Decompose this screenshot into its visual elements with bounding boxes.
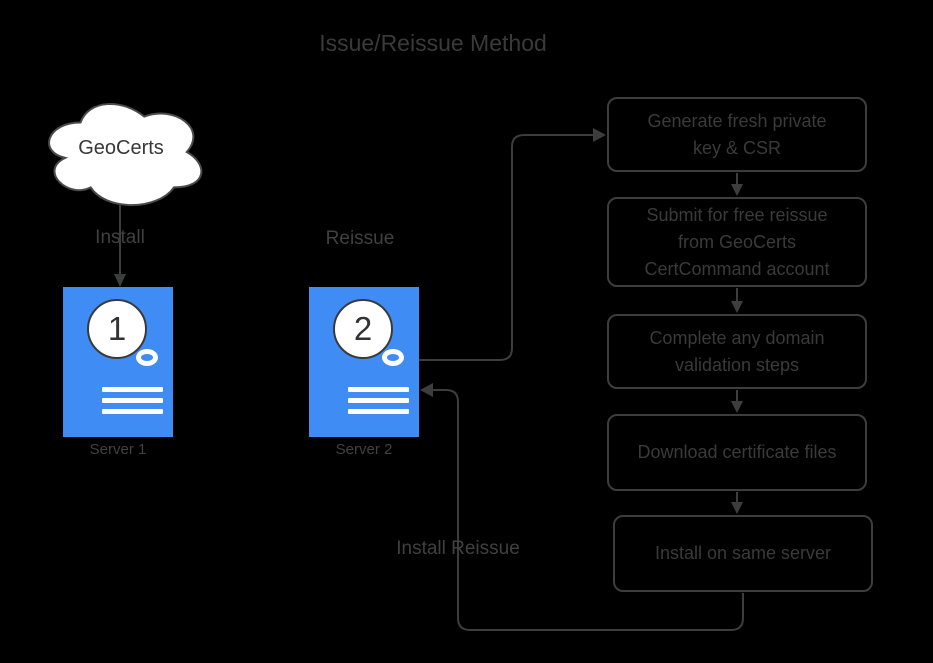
server-2-vent: [348, 387, 409, 392]
server-1-vent: [102, 398, 163, 403]
edge-reissue-to-steps: [419, 134, 593, 361]
step-install-same-server: Install on same server: [613, 515, 873, 592]
edge-label-reissue: Reissue: [325, 228, 395, 249]
arrowhead-step2: [731, 184, 743, 196]
arrowhead-step4: [731, 401, 743, 413]
arrowhead-step3: [731, 301, 743, 313]
step-generate-key-csr: Generate fresh private key & CSR: [607, 97, 867, 172]
edge-label-install: Install: [95, 227, 145, 248]
server-1-number: 1: [107, 310, 127, 347]
server-1-vent: [102, 387, 163, 392]
server-1-shape: 1: [63, 287, 173, 437]
server-2-number: 2: [353, 310, 373, 347]
diagram-title: Issue/Reissue Method: [319, 30, 547, 56]
server-1-led-icon: [136, 349, 158, 366]
server-1-caption: Server 1: [89, 441, 147, 458]
step-domain-validation: Complete any domain validation steps: [607, 314, 867, 389]
server-2-led-icon: [382, 349, 404, 366]
arrowhead-step1: [593, 128, 606, 142]
cloud-shape: [48, 103, 203, 206]
arrowhead-server2: [420, 383, 433, 397]
cloud-outline: [48, 103, 203, 206]
server-2-number-badge: 2: [333, 299, 393, 359]
server-2-caption: Server 2: [335, 441, 393, 458]
step-download-files: Download certificate files: [607, 414, 867, 491]
edge-label-install-reissue: Install Reissue: [396, 538, 520, 559]
step-submit-reissue: Submit for free reissue from GeoCerts Ce…: [607, 197, 867, 287]
arrowhead-step5: [731, 502, 743, 514]
arrowhead-install: [114, 274, 126, 287]
server-2-shape: 2: [309, 287, 419, 437]
server-1-vent: [102, 409, 163, 414]
server-1-number-badge: 1: [87, 299, 147, 359]
cloud-label: GeoCerts: [78, 137, 164, 159]
server-2-vent: [348, 409, 409, 414]
server-2-vent: [348, 398, 409, 403]
